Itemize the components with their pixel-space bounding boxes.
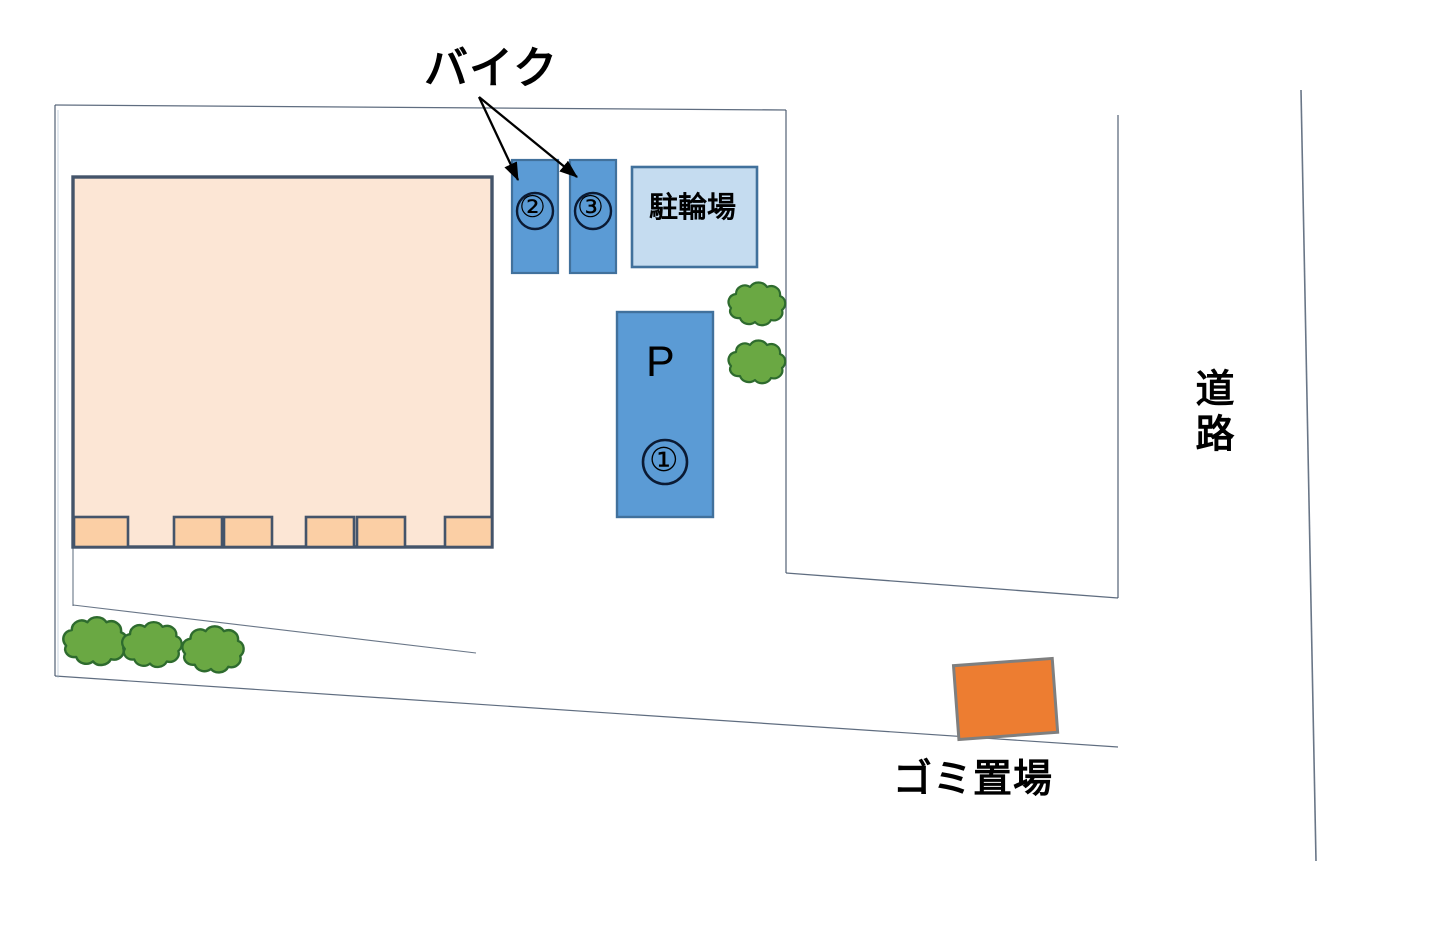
boundary-inner-diagonal bbox=[72, 604, 477, 654]
road-label: 道路 bbox=[1189, 368, 1233, 458]
balcony-unit bbox=[222, 515, 274, 549]
boundary-top-edge bbox=[54, 104, 787, 111]
parking-1-number-ring bbox=[641, 438, 689, 486]
tree-icon bbox=[727, 339, 787, 385]
bicycle-parking-area[interactable] bbox=[630, 165, 759, 269]
parking-space-3-number: ③ bbox=[577, 191, 604, 224]
parking-space-3[interactable] bbox=[568, 158, 618, 275]
boundary-lower-horizontal bbox=[785, 572, 1119, 599]
balcony-unit bbox=[443, 515, 494, 549]
bicycle-parking-label: 駐輪場 bbox=[649, 192, 737, 224]
apartment-building bbox=[71, 175, 494, 549]
balcony-unit bbox=[304, 515, 356, 549]
site-boundary-group bbox=[54, 104, 1119, 748]
building-footprint bbox=[71, 175, 494, 549]
bike-label: バイク bbox=[424, 44, 559, 93]
bike-arrow-to-space-2 bbox=[477, 96, 520, 182]
garbage-area-box[interactable] bbox=[951, 656, 1060, 742]
balcony-unit bbox=[72, 515, 130, 549]
road-edge-line bbox=[1300, 89, 1317, 862]
tree-cluster-bottom-left bbox=[62, 615, 245, 674]
tree-icon bbox=[62, 615, 128, 667]
tree-icon bbox=[181, 625, 245, 674]
parking-p-letter: P bbox=[646, 338, 675, 386]
garbage-area-label: ゴミ置場 bbox=[893, 758, 1054, 801]
boundary-bottom-diagonal bbox=[54, 675, 1119, 748]
balcony-unit bbox=[172, 515, 224, 549]
parking-space-2[interactable] bbox=[510, 158, 560, 275]
tree-icon bbox=[727, 281, 787, 327]
tree-icon bbox=[121, 620, 183, 669]
bike-callout-arrows bbox=[477, 96, 578, 182]
parking-space-2-number: ② bbox=[519, 191, 546, 224]
parking-3-number-ring bbox=[573, 191, 613, 231]
balcony-row bbox=[72, 515, 494, 549]
parking-space-1-number: ① bbox=[649, 441, 679, 478]
parking-2-number-ring bbox=[515, 191, 555, 231]
tree-cluster-right bbox=[727, 281, 787, 385]
balcony-unit bbox=[355, 515, 407, 549]
bike-arrow-to-space-3 bbox=[478, 96, 578, 178]
